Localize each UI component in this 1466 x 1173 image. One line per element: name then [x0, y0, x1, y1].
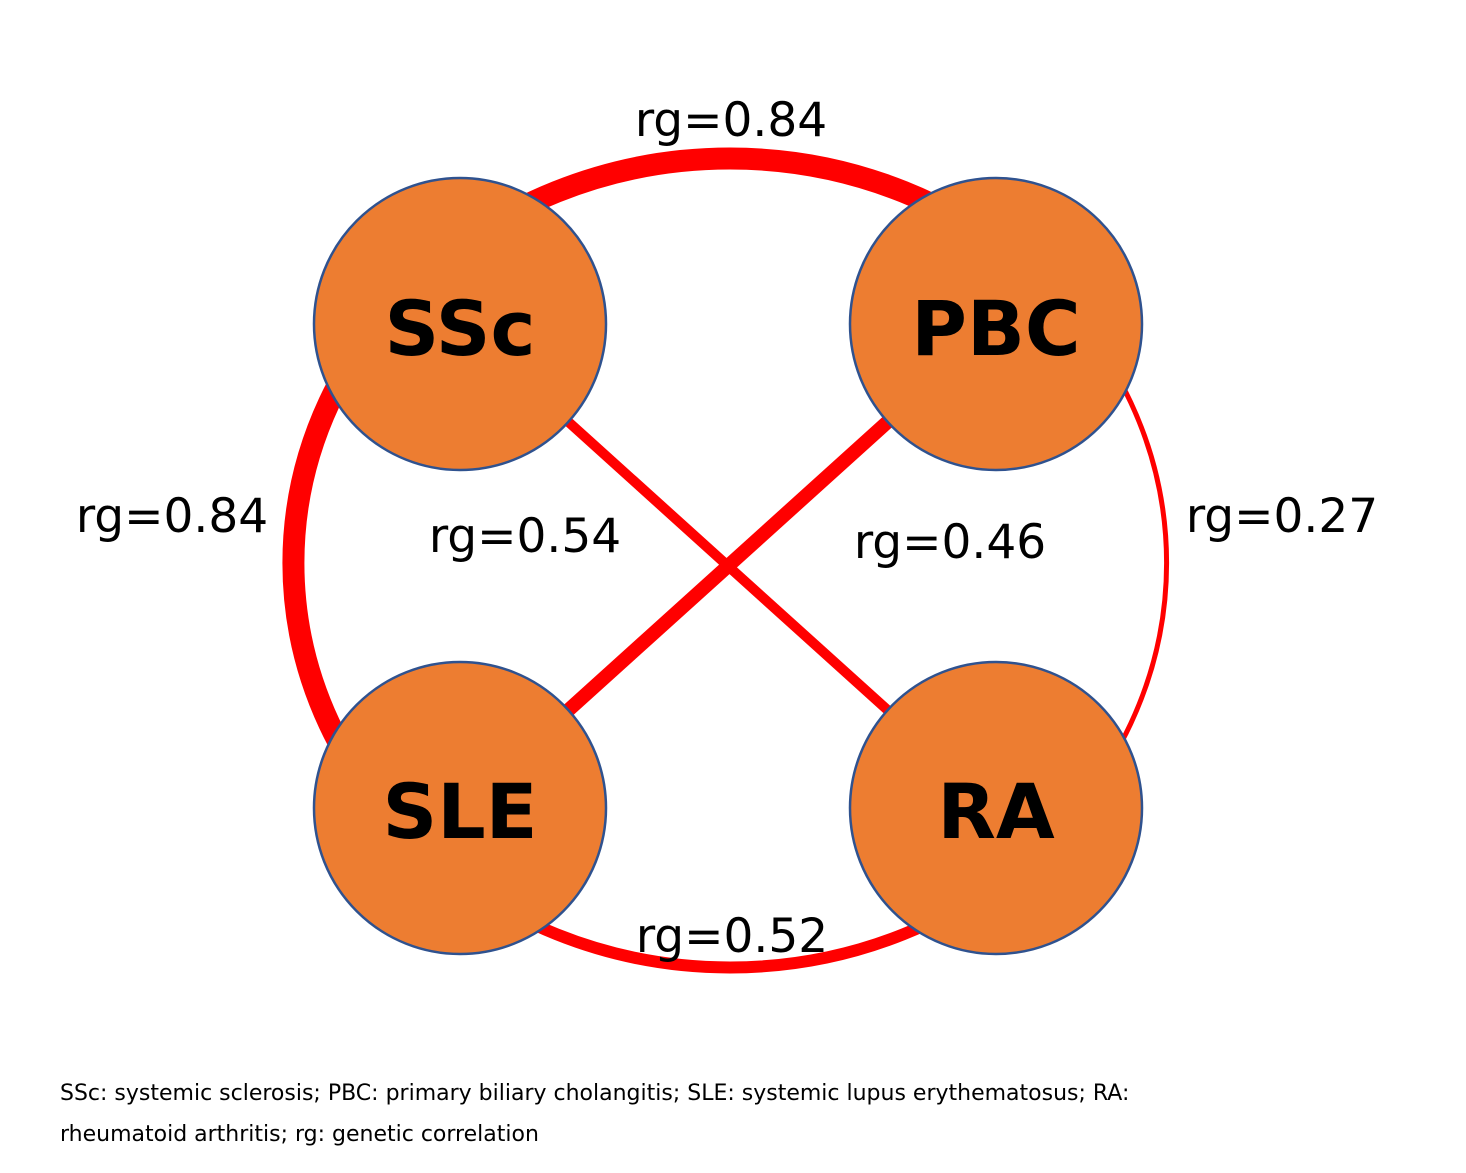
footnote: SSc: systemic sclerosis; PBC: primary bi…: [60, 1073, 1210, 1155]
edge-label-sle-ra: rg=0.52: [636, 909, 828, 964]
edge-label-pbc-sle: rg=0.46: [854, 515, 1046, 570]
edge-label-pbc-ra: rg=0.27: [1186, 489, 1378, 544]
footnote-line-2: rheumatoid arthritis; rg: genetic correl…: [60, 1122, 539, 1147]
footnote-line-1: SSc: systemic sclerosis; PBC: primary bi…: [60, 1081, 1130, 1106]
node-label-ssc: SSc: [384, 284, 535, 373]
node-ssc: SSc: [312, 176, 608, 472]
edge-label-ssc-sle: rg=0.84: [76, 489, 268, 544]
node-label-sle: SLE: [382, 767, 537, 856]
node-pbc: PBC: [848, 176, 1144, 472]
node-ra: RA: [848, 660, 1144, 956]
node-sle: SLE: [312, 660, 608, 956]
edge-label-ssc-ra: rg=0.54: [429, 509, 621, 564]
node-label-ra: RA: [937, 767, 1055, 856]
edge-label-ssc-pbc: rg=0.84: [635, 93, 827, 148]
node-label-pbc: PBC: [911, 284, 1080, 373]
